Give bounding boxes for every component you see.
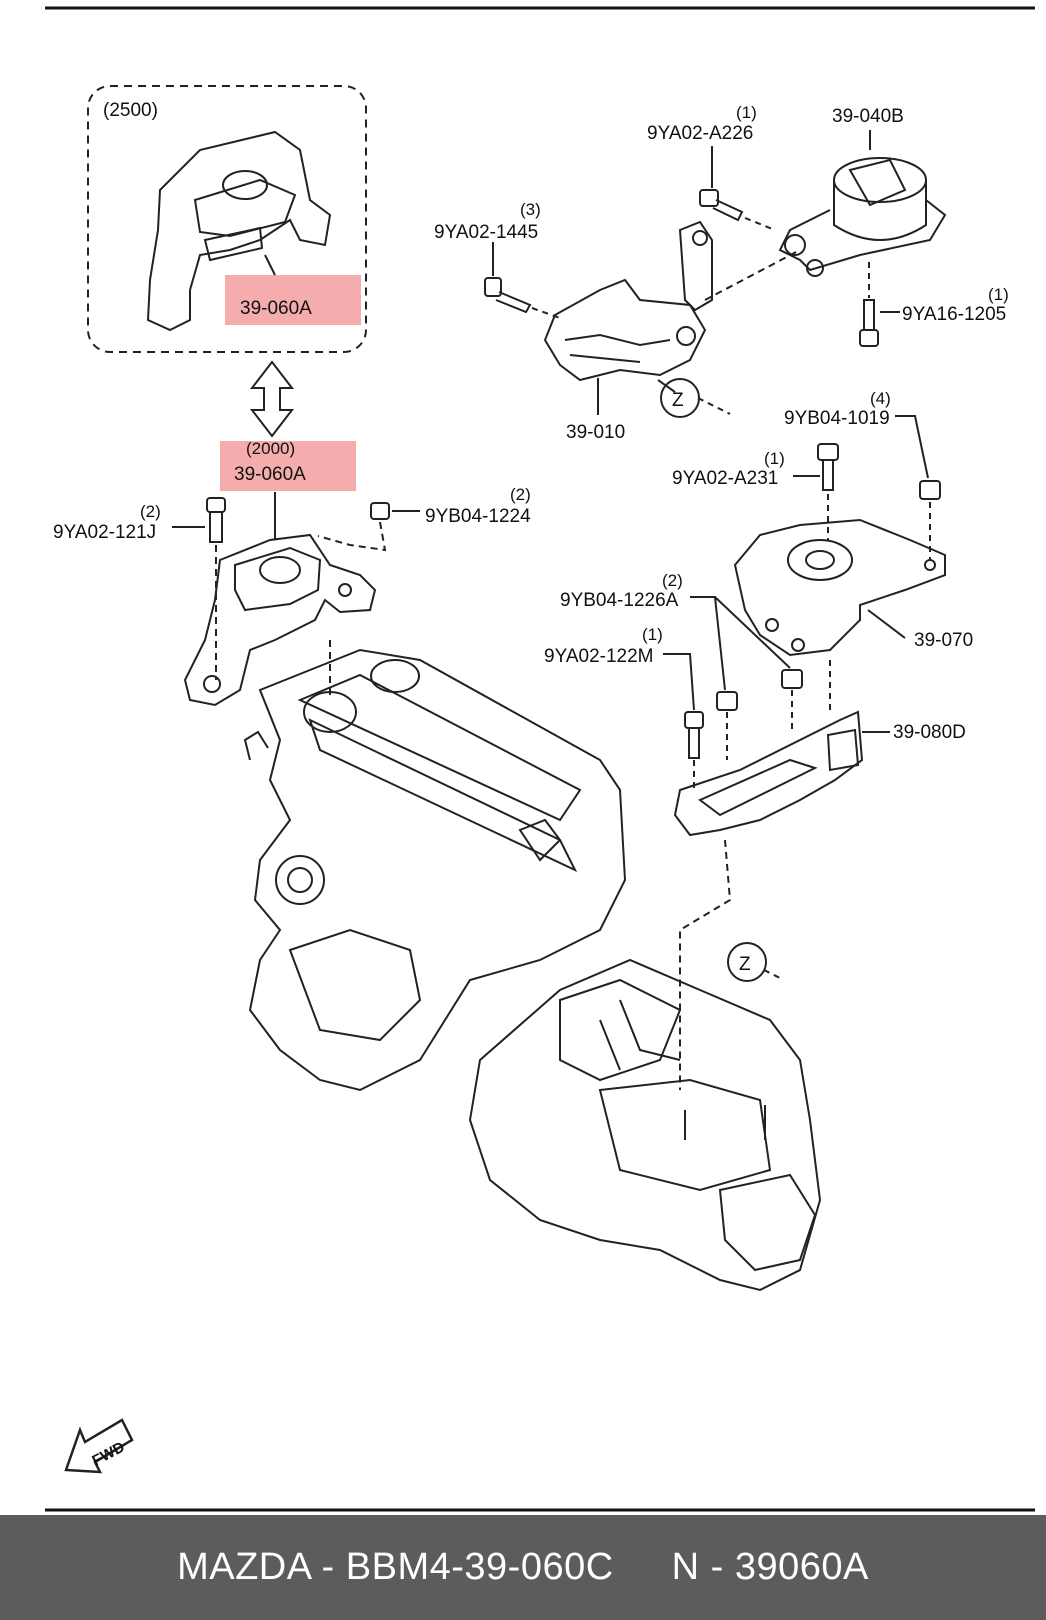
qty-bolt-122m: (1) [642, 625, 663, 644]
bolt-1445-drawing [484, 242, 561, 319]
qty-bolt-a231: (1) [764, 449, 785, 468]
qty-bolt-1445: (3) [520, 200, 541, 219]
highlight-box-main [220, 441, 356, 491]
zone-z-top-marker [660, 378, 731, 418]
brand-part-number: MAZDA - BBM4-39-060C [177, 1546, 614, 1588]
highlight-box-top [225, 275, 361, 325]
label-bracket-080d: 39-080D [893, 722, 966, 743]
label-zone-z-top: Z [672, 390, 684, 411]
label-bolt-1205: 9YA16-1205 [902, 304, 1006, 325]
label-bolt-1445: 9YA02-1445 [434, 222, 538, 243]
bolt-a226-drawing [699, 146, 776, 231]
qty-bolt-1205: (1) [988, 285, 1009, 304]
label-variant-2500: (2500) [103, 100, 158, 121]
mount-39-040b-drawing [778, 130, 947, 277]
label-bolt-a226: 9YA02-A226 [647, 123, 753, 144]
catalog-number: N - 39060A [671, 1546, 869, 1588]
bolt-1205-drawing [859, 262, 900, 347]
part-number-footer: MAZDA - BBM4-39-060C N - 39060A [0, 1515, 1046, 1620]
label-variant-2000: (2000) [246, 439, 295, 458]
engine-mount-2000-drawing [183, 492, 377, 707]
nut-1224-drawing [317, 502, 420, 552]
label-nut-left: 9YB04-1224 [425, 506, 531, 527]
bolt-121j-drawing [172, 497, 226, 680]
label-bolt-122m: 9YA02-122M [544, 646, 654, 667]
transmission-drawing [468, 958, 822, 1292]
label-bolt-a231: 9YA02-A231 [672, 468, 778, 489]
label-mount-040b: 39-040B [832, 106, 904, 127]
label-main-part: 39-060A [234, 464, 306, 485]
label-box-part: 39-060A [240, 298, 312, 319]
label-bolt-left: 9YA02-121J [53, 522, 156, 543]
engine-block-drawing [243, 640, 627, 1092]
nut-1019-drawing [895, 415, 941, 560]
qty-nut-left: (2) [510, 485, 531, 504]
label-fwd: FWD [89, 1439, 127, 1470]
qty-nut-1226a: (2) [662, 571, 683, 590]
bolt-122m-drawing [663, 653, 704, 790]
nut-1226a-drawing [690, 596, 803, 760]
qty-bolt-left: (2) [140, 502, 161, 521]
label-zone-z-bottom: Z [739, 954, 751, 975]
bolt-a231-drawing [793, 443, 839, 540]
qty-bolt-a226: (1) [736, 103, 757, 122]
label-mount-070: 39-070 [914, 630, 973, 651]
label-bracket-010: 39-010 [566, 422, 625, 443]
qty-nut-1019: (4) [870, 389, 891, 408]
fwd-arrow-icon [64, 1418, 134, 1474]
zone-z-bottom-marker [727, 942, 781, 982]
bracket-39-080d-drawing [673, 710, 890, 1090]
variant-2500-box [87, 85, 367, 353]
mount-39-070-drawing [733, 518, 946, 710]
parts-diagram: (2500) 39-060A (2000) 39-060A (2) 9YA02-… [45, 6, 1035, 1512]
swap-arrow-icon [249, 360, 295, 438]
label-nut-1019: 9YB04-1019 [784, 408, 890, 429]
bracket-39-010-drawing [543, 220, 801, 415]
engine-mount-2500-drawing [146, 130, 332, 332]
label-nut-1226a: 9YB04-1226A [560, 590, 679, 611]
